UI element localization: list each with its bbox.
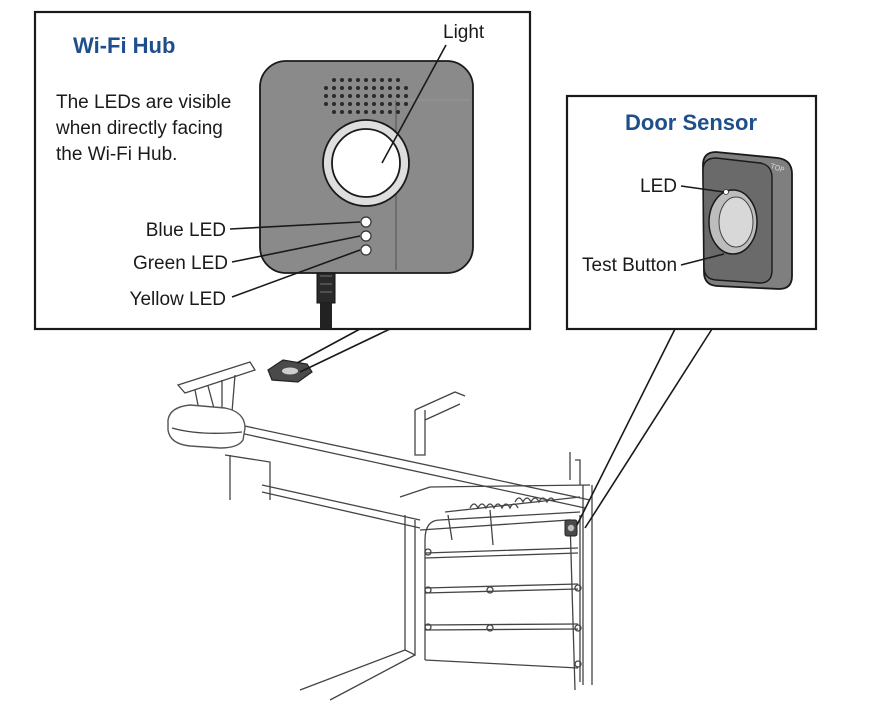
- grille-hole: [340, 94, 344, 98]
- grille-hole: [372, 110, 376, 114]
- sensor-led-leader: [680, 185, 725, 193]
- grille-hole: [364, 94, 368, 98]
- grille-hole: [348, 94, 352, 98]
- door-sensor-on-door: [564, 519, 578, 537]
- grille-hole: [372, 102, 376, 106]
- light-lens: [331, 128, 401, 198]
- door-sensor-callout: Door Sensor TOP LED Test Button: [565, 94, 818, 331]
- grille-hole: [324, 102, 328, 106]
- grille-hole: [396, 102, 400, 106]
- grille-hole: [332, 102, 336, 106]
- sensor-led-label: LED: [640, 176, 677, 197]
- hub-description-line-2: when directly facing: [55, 118, 223, 139]
- grille-hole: [332, 86, 336, 90]
- grille-hole: [340, 86, 344, 90]
- test-button-leader: [680, 253, 725, 266]
- light-leader: [381, 44, 447, 164]
- grille-hole: [396, 110, 400, 114]
- grille-hole: [380, 110, 384, 114]
- grille-hole: [364, 102, 368, 106]
- hub-power-cable: [316, 272, 336, 329]
- blue-led-label: Blue LED: [146, 220, 226, 241]
- grille-hole: [364, 78, 368, 82]
- door-sensor-title: Door Sensor: [625, 110, 757, 135]
- grille-hole: [404, 102, 408, 106]
- callout-pointers: [296, 328, 713, 529]
- grille-hole: [356, 110, 360, 114]
- speaker-grille: [324, 78, 408, 114]
- grille-hole: [372, 78, 376, 82]
- grille-hole: [348, 86, 352, 90]
- yellow-led-label: Yellow LED: [130, 289, 226, 310]
- grille-hole: [380, 86, 384, 90]
- grille-hole: [380, 78, 384, 82]
- test-button-label: Test Button: [582, 255, 677, 276]
- green-led: [360, 230, 372, 242]
- grille-hole: [404, 94, 408, 98]
- grille-hole: [388, 102, 392, 106]
- grille-hole: [380, 94, 384, 98]
- yellow-led-leader: [231, 249, 361, 298]
- grille-hole: [340, 110, 344, 114]
- grille-hole: [396, 78, 400, 82]
- grille-hole: [380, 102, 384, 106]
- hub-description-line-3: the Wi-Fi Hub.: [56, 144, 177, 165]
- grille-hole: [396, 94, 400, 98]
- grille-hole: [372, 86, 376, 90]
- grille-hole: [388, 86, 392, 90]
- yellow-led: [360, 244, 372, 256]
- grille-hole: [404, 86, 408, 90]
- wifi-hub-callout: Wi-Fi Hub The LEDs are visible when dire…: [33, 10, 532, 331]
- grille-hole: [364, 110, 368, 114]
- garage-scene: [167, 361, 593, 701]
- grille-hole: [388, 78, 392, 82]
- grille-hole: [356, 78, 360, 82]
- grille-hole: [332, 110, 336, 114]
- grille-hole: [332, 78, 336, 82]
- hub-description-line-1: The LEDs are visible: [56, 92, 231, 113]
- blue-led: [360, 216, 372, 228]
- light-label: Light: [443, 22, 485, 43]
- grille-hole: [388, 110, 392, 114]
- grille-hole: [356, 86, 360, 90]
- grille-hole: [332, 94, 336, 98]
- grille-hole: [348, 110, 352, 114]
- sensor-led: [723, 189, 729, 195]
- grille-hole: [388, 94, 392, 98]
- green-led-leader: [231, 235, 361, 263]
- blue-led-leader: [229, 221, 361, 230]
- grille-hole: [364, 86, 368, 90]
- grille-hole: [356, 102, 360, 106]
- grille-hole: [340, 78, 344, 82]
- grille-hole: [348, 78, 352, 82]
- grille-hole: [348, 102, 352, 106]
- grille-hole: [396, 86, 400, 90]
- grille-hole: [324, 94, 328, 98]
- grille-hole: [340, 102, 344, 106]
- wifi-hub-in-garage: [267, 359, 313, 383]
- grille-hole: [356, 94, 360, 98]
- grille-hole: [324, 86, 328, 90]
- hub-description: The LEDs are visible when directly facin…: [55, 92, 237, 165]
- wifi-hub-title: Wi-Fi Hub: [73, 33, 175, 58]
- green-led-label: Green LED: [133, 253, 228, 274]
- grille-hole: [372, 94, 376, 98]
